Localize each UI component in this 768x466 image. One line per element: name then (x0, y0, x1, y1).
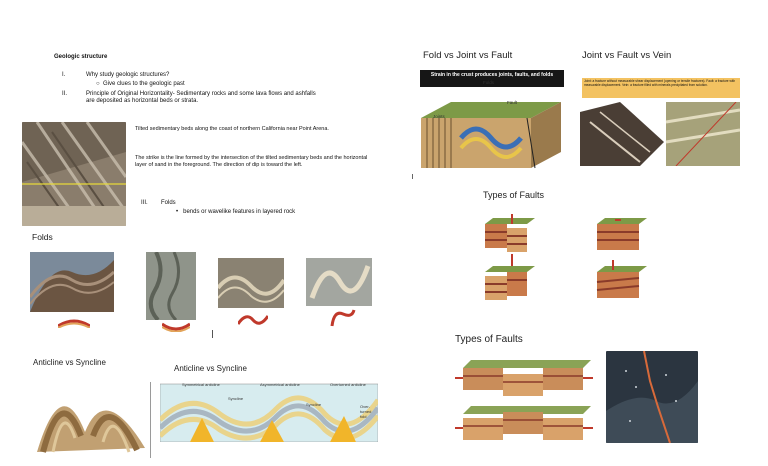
label-syncline-2: Syncline (306, 402, 322, 407)
list-text: Folds (161, 200, 176, 206)
bullet-item: • bends or wavelike features in layered … (176, 209, 295, 215)
anticline-slide-right: Anticline vs Syncline Symmetrical anticl… (160, 360, 380, 444)
fold-diagram-2 (162, 322, 190, 332)
types-of-faults-slide-2: Types of Faults (449, 328, 599, 446)
banner: Strain in the crust produces joints, fau… (420, 70, 564, 87)
fault-types-diagram (485, 214, 647, 300)
label-joints: Joints (433, 114, 445, 119)
slide-title: Anticline vs Syncline (174, 364, 247, 373)
list-number: I. (62, 72, 66, 78)
list-item-2: II. Principle of Original Horizontality-… (62, 91, 362, 109)
bullet-text: bends or wavelike features in layered ro… (183, 209, 296, 215)
label-asymmetrical: Asymmetrical anticline (260, 382, 300, 387)
slide-title: Types of Faults (483, 190, 545, 200)
divider (212, 330, 213, 338)
photo-caption-2: The strike is the line formed by the int… (135, 155, 368, 168)
slide-title: Anticline vs Syncline (33, 358, 106, 367)
circle-bullet-icon: ○ (96, 81, 103, 87)
photo-caption-1: Tilted sedimentary beds along the coast … (135, 126, 329, 132)
strain-block-diagram (421, 102, 561, 169)
fault-map-image (606, 351, 698, 443)
joint-fault-vein-photos (580, 102, 740, 166)
joint-fault-vein-slide: Joint vs Fault vs Vein Joint: a fracture… (578, 46, 742, 170)
label-fault: Fault (507, 100, 518, 105)
anticline-cross-section (160, 383, 378, 442)
tilted-beds-photo (22, 122, 126, 226)
label-syncline-1: Syncline (228, 396, 244, 401)
fold-diagram-3 (238, 315, 268, 325)
anticline-slide-left: Anticline vs Syncline (25, 352, 153, 458)
list-text: Principle of Original Horizontality- Sed… (86, 91, 316, 104)
fold-joint-fault-slide: Fold vs Joint vs Fault Strain in the cru… (415, 46, 565, 174)
fold-diagram-4 (330, 309, 356, 327)
document-title: Geologic structure (54, 54, 108, 60)
slide-title: Fold vs Joint vs Fault (423, 50, 513, 61)
label-overturned-fold: Over-turned fold (360, 404, 372, 419)
anticline-block-diagram (37, 406, 145, 453)
folds-photo-4 (306, 258, 372, 306)
types-of-faults-slide-1: Types of Faults (475, 182, 665, 306)
folds-photo-3 (218, 258, 284, 308)
sub-item-text: Give clues to the geologic past (102, 81, 185, 87)
definition-note: Joint: a fracture without measurable she… (582, 78, 740, 98)
list-item-3: III. Folds (141, 200, 341, 210)
graben-horst-diagram (455, 360, 593, 440)
folds-slide: Folds (22, 228, 372, 346)
folds-photo-2 (146, 252, 196, 320)
slide-title: Types of Faults (455, 334, 523, 345)
divider (412, 174, 413, 179)
folds-photo-1 (30, 252, 114, 312)
sub-item: ○ Give clues to the geologic past (96, 81, 185, 87)
list-text: Why study geologic structures? (86, 72, 170, 78)
bullet-icon: • (176, 209, 184, 215)
fold-diagram-1 (58, 319, 90, 328)
label-symmetrical: Symmetrical anticline (182, 382, 220, 387)
label-folds: Folds (483, 80, 495, 85)
slide-title: Joint vs Fault vs Vein (582, 50, 672, 61)
list-number: II. (62, 91, 68, 97)
list-number: III. (141, 200, 148, 206)
slide-title: Folds (32, 232, 53, 242)
list-item-1: I. Why study geologic structures? (62, 72, 362, 82)
label-overturned: Overturned anticline (330, 382, 366, 387)
divider (150, 382, 151, 458)
